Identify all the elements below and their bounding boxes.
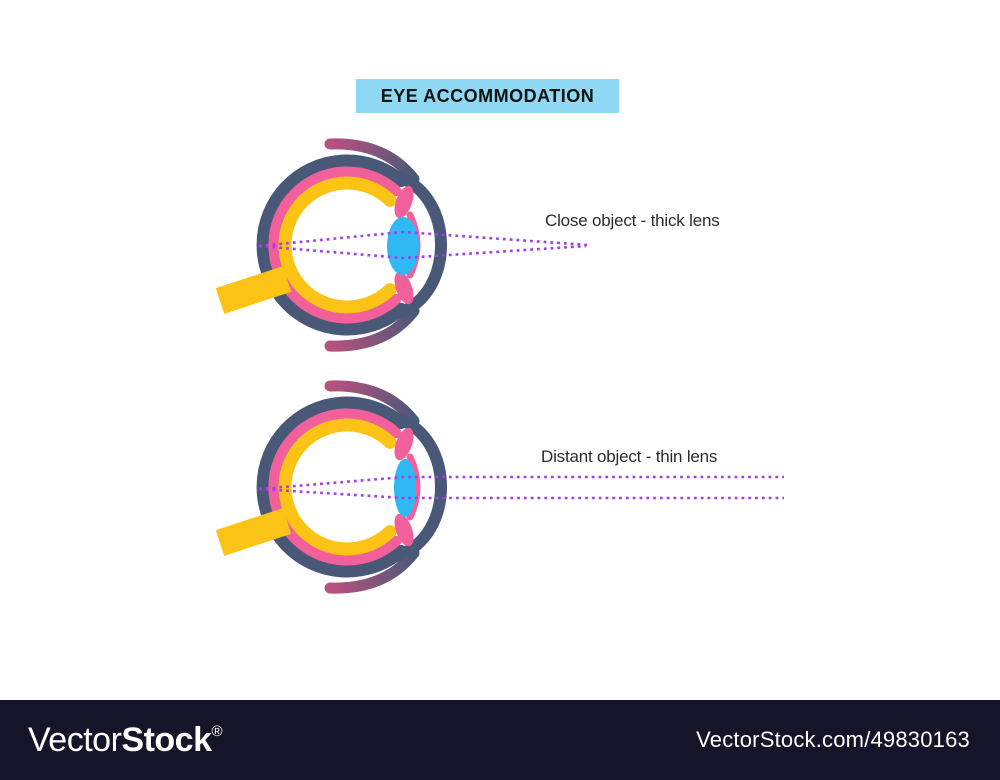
muscle-bottom — [324, 305, 420, 352]
muscle-top — [324, 380, 420, 427]
sclera-ring — [256, 154, 408, 336]
light-ray-bottom — [258, 487, 784, 500]
eye-anatomy-diagram — [215, 138, 784, 594]
optic-nerve — [215, 266, 292, 314]
retina-ring — [278, 418, 397, 556]
eye-distant — [215, 380, 784, 594]
page-title: EYE ACCOMMODATION — [380, 85, 595, 106]
brand-light: Vector — [28, 720, 122, 759]
muscle-top — [324, 138, 420, 185]
light-ray-top — [258, 475, 784, 491]
eye-close — [215, 138, 589, 352]
ciliary-body-bottom — [394, 271, 414, 305]
lens — [387, 217, 419, 275]
brand-bold: Stock — [121, 720, 212, 759]
muscle-bottom — [324, 547, 420, 594]
retina-ring — [278, 176, 397, 314]
light-ray-top — [258, 230, 589, 248]
optic-nerve — [215, 508, 292, 556]
lens — [394, 459, 416, 517]
title-banner: EYE ACCOMMODATION — [356, 79, 619, 113]
distant-object-label: Distant object - thin lens — [541, 447, 718, 466]
ciliary-body-top — [394, 427, 414, 461]
registered-mark: ® — [211, 722, 223, 740]
sclera-ring — [256, 396, 408, 578]
close-object-label: Close object - thick lens — [545, 211, 720, 230]
cornea — [393, 413, 447, 561]
image-credit: VectorStock.com/49830163 — [696, 727, 970, 752]
light-ray-bottom — [258, 244, 587, 260]
ciliary-body-top — [394, 185, 414, 219]
ciliary-body-bottom — [394, 513, 414, 547]
iris-crescent — [406, 453, 421, 521]
cornea — [393, 171, 447, 319]
